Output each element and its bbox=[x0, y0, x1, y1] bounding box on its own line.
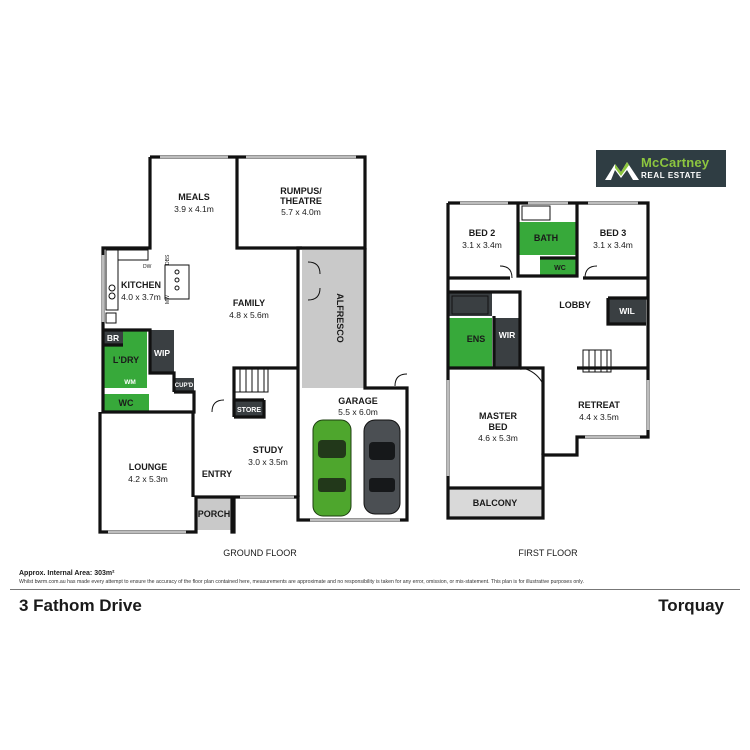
wc-label: WC bbox=[119, 398, 134, 408]
study-label: STUDY bbox=[253, 445, 284, 455]
first-floor-stairs bbox=[582, 349, 612, 373]
mccartney-logo: McCartney REAL ESTATE bbox=[596, 150, 726, 187]
study-dim: 3.0 x 3.5m bbox=[248, 457, 288, 467]
garage-dim: 5.5 x 6.0m bbox=[338, 407, 378, 417]
ground-floor: MEALS 3.9 x 4.1m RUMPUS/ THEATRE 5.7 x 4… bbox=[98, 155, 409, 558]
meals-dim: 3.9 x 4.1m bbox=[174, 204, 214, 214]
family-label: FAMILY bbox=[233, 298, 265, 308]
wir-label: WIR bbox=[499, 330, 516, 340]
cupd-label: CUP'D bbox=[175, 383, 194, 389]
ens-area bbox=[448, 318, 492, 368]
disclaimer: Whilst bwrm.com.au has made every attemp… bbox=[19, 579, 584, 585]
store-area bbox=[234, 400, 264, 417]
wc-area bbox=[103, 394, 149, 412]
ground-floor-label: GROUND FLOOR bbox=[223, 548, 297, 558]
ff-wc-label: WC bbox=[554, 265, 566, 272]
dw-label: DW bbox=[143, 264, 152, 270]
wil-area bbox=[608, 298, 646, 324]
porch-area bbox=[196, 497, 232, 530]
balcony-label: BALCONY bbox=[473, 498, 518, 508]
alfresco-area bbox=[302, 248, 364, 388]
dark-car-icon bbox=[363, 419, 401, 515]
wm-label: WM bbox=[124, 379, 136, 386]
first-floor-label: FIRST FLOOR bbox=[518, 548, 578, 558]
bath-area bbox=[518, 222, 577, 255]
bed2-label: BED 2 bbox=[469, 228, 496, 238]
laundry-label: L'DRY bbox=[113, 355, 139, 365]
theatre-label: THEATRE bbox=[280, 196, 322, 206]
internal-area: Approx. Internal Area: 303m² bbox=[19, 570, 115, 577]
cupd-area bbox=[174, 378, 194, 391]
retreat-label: RETREAT bbox=[578, 400, 620, 410]
first-floor: BED 2 3.1 x 3.4m BATH BED 3 3.1 x 3.4m W… bbox=[446, 201, 650, 558]
lobby-label: LOBBY bbox=[559, 300, 591, 310]
bed3-dim: 3.1 x 3.4m bbox=[593, 240, 633, 250]
bed3-label: BED 3 bbox=[600, 228, 627, 238]
logo-name: McCartney bbox=[641, 155, 710, 170]
bed2-dim: 3.1 x 3.4m bbox=[462, 240, 502, 250]
retreat-dim: 4.4 x 3.5m bbox=[579, 412, 619, 422]
wir-area bbox=[494, 318, 520, 368]
logo-subtitle: REAL ESTATE bbox=[641, 171, 702, 180]
kitchen-dim: 4.0 x 3.7m bbox=[121, 292, 161, 302]
garage-label: GARAGE bbox=[338, 396, 378, 406]
entry-label: ENTRY bbox=[202, 469, 232, 479]
green-car-icon bbox=[312, 419, 352, 517]
master-dim: 4.6 x 5.3m bbox=[478, 433, 518, 443]
wil-label: WIL bbox=[619, 306, 635, 316]
kitchen-label: KITCHEN bbox=[121, 280, 161, 290]
ff-wc-area bbox=[540, 258, 577, 276]
property-suburb: Torquay bbox=[658, 596, 724, 615]
wip-area bbox=[150, 330, 174, 373]
br-label: BR bbox=[107, 333, 119, 343]
bed-label: BED bbox=[488, 422, 508, 432]
rumpus-label: RUMPUS/ bbox=[280, 186, 322, 196]
ground-stairs bbox=[233, 367, 269, 393]
divider bbox=[10, 589, 740, 590]
alfresco-label: ALFRESCO bbox=[335, 293, 345, 343]
family-dim: 4.8 x 5.6m bbox=[229, 310, 269, 320]
mw-label: MW bbox=[165, 295, 171, 304]
lounge-dim: 4.2 x 5.3m bbox=[128, 474, 168, 484]
mountain-logo-icon bbox=[605, 162, 639, 180]
ens-label: ENS bbox=[467, 334, 486, 344]
balcony-area bbox=[448, 488, 543, 518]
meals-label: MEALS bbox=[178, 192, 210, 202]
master-label: MASTER bbox=[479, 411, 518, 421]
dbs-label: DBS bbox=[165, 254, 171, 265]
rumpus-dim: 5.7 x 4.0m bbox=[281, 207, 321, 217]
property-address: 3 Fathom Drive bbox=[19, 596, 142, 615]
br-area bbox=[103, 330, 123, 345]
bath-label: BATH bbox=[534, 233, 558, 243]
store-label: STORE bbox=[237, 407, 261, 414]
porch-label: PORCH bbox=[198, 509, 231, 519]
wip-label: WIP bbox=[154, 348, 170, 358]
lounge-label: LOUNGE bbox=[129, 462, 168, 472]
